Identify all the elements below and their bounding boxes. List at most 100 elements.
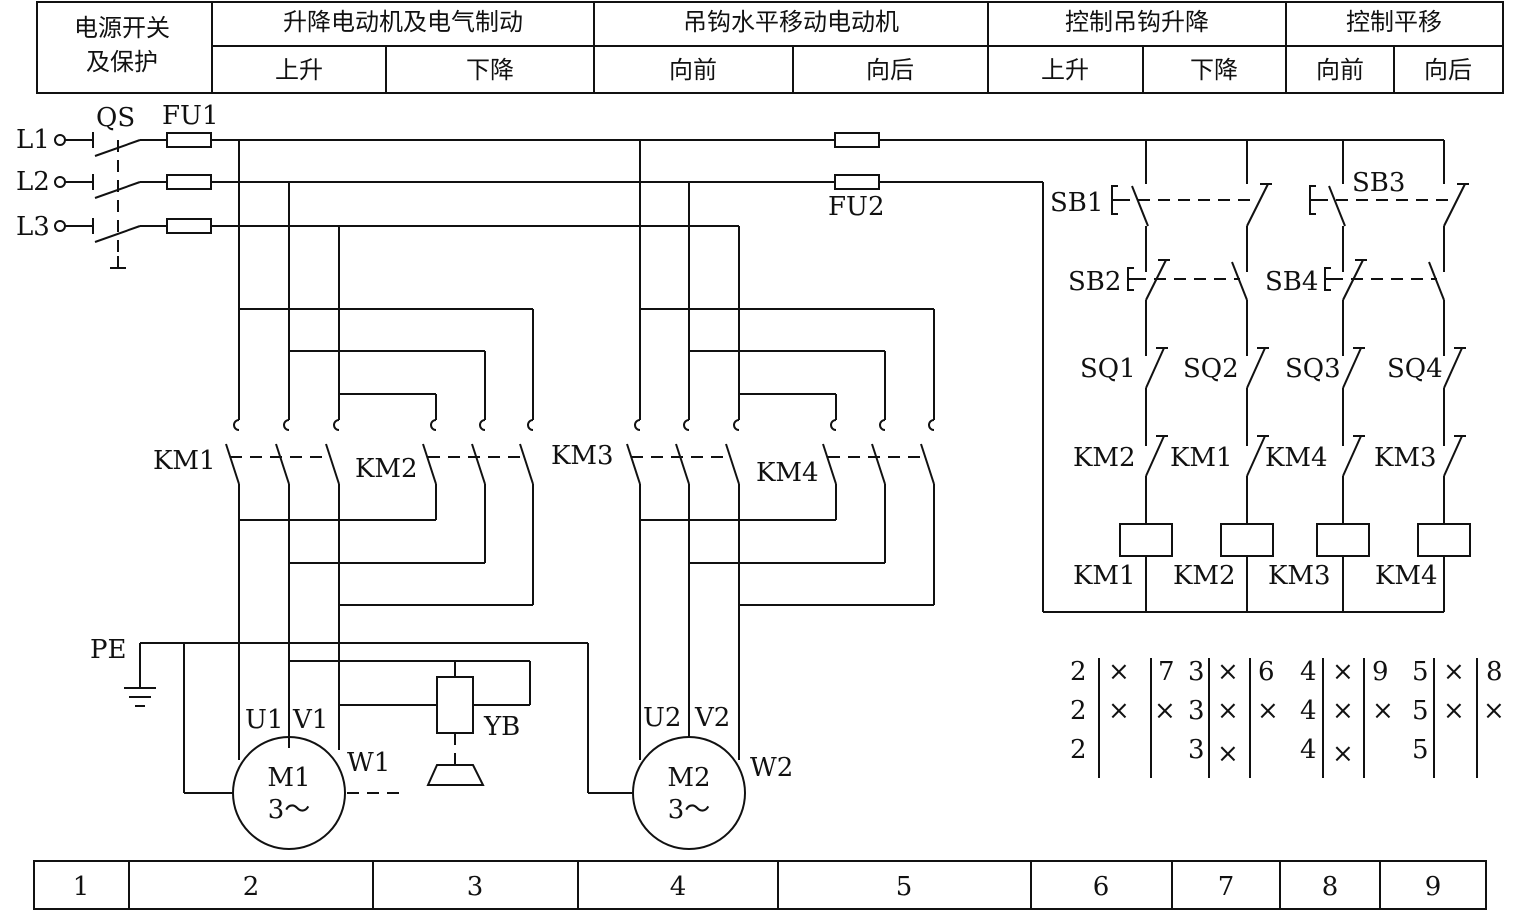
xref-km4-r2: 5 [1412, 696, 1429, 726]
header-sub-forward-ctrl: 向前 [1316, 56, 1364, 84]
label-km2-main: KM2 [355, 454, 418, 484]
xref-km4-x2: × [1443, 696, 1465, 726]
m1-main-circuit: KM1 KM2 YB M1 3～ U1 V1 W1 PE [90, 140, 632, 850]
xref-km1-r1: 2 [1070, 657, 1087, 687]
xref-km2-x4: × [1257, 696, 1279, 726]
header-sub-forward: 向前 [669, 56, 717, 84]
sb4-pushbutton [1324, 259, 1445, 301]
label-m2-phase: 3～ [668, 795, 711, 825]
label-interlock-1: KM2 [1073, 443, 1136, 473]
xref-km4-x3: × [1483, 696, 1505, 726]
km1-main-contacts [225, 419, 340, 485]
xref-km1-r2: 2 [1070, 696, 1087, 726]
header-power-line1: 电源开关 [74, 14, 170, 42]
header-move-control: 控制平移 [1346, 8, 1442, 36]
label-coil-km2: KM2 [1173, 561, 1236, 591]
fuse-fu1-l2 [166, 174, 212, 190]
xref-km3-x1: × [1332, 657, 1354, 687]
header-sub-up: 上升 [275, 56, 323, 84]
header-hoist-motor: 升降电动机及电气制动 [283, 8, 523, 36]
header-sub-down: 下降 [466, 56, 514, 84]
zone-1: 1 [73, 872, 90, 902]
label-fu1: FU1 [162, 101, 219, 131]
coil-km2 [1220, 523, 1274, 557]
control-circuit: SB1 SB3 SB2 SB4 SQ1 SQ2 SQ3 SQ4 [1042, 140, 1471, 613]
xref-km4-x1: × [1443, 657, 1465, 687]
zone-strip: 1 2 3 4 5 6 7 8 9 [33, 860, 1487, 910]
label-w1: W1 [347, 748, 390, 778]
header-sub-backward-ctrl: 向后 [1424, 56, 1472, 84]
sb1-pushbutton [1111, 183, 1272, 227]
header-sub-backward: 向后 [866, 56, 914, 84]
label-m2: M2 [667, 763, 710, 793]
brake-shoe [426, 764, 485, 786]
header-hook-motor: 吊钩水平移动电动机 [683, 8, 899, 36]
zone-5: 5 [896, 872, 913, 902]
zone-6: 6 [1093, 872, 1110, 902]
label-coil-km1: KM1 [1073, 561, 1136, 591]
label-sb1: SB1 [1050, 188, 1103, 218]
xref-km4-r3: 5 [1412, 735, 1429, 765]
label-sq3: SQ3 [1285, 354, 1341, 384]
brake-coil-yb [436, 676, 474, 734]
label-interlock-4: KM3 [1374, 443, 1437, 473]
label-interlock-2: KM1 [1170, 443, 1233, 473]
xref-km3-r2: 4 [1300, 696, 1317, 726]
label-sq2: SQ2 [1183, 354, 1239, 384]
header-power-line2: 及保护 [86, 48, 158, 76]
xref-km2-x2: × [1217, 696, 1239, 726]
header-hoist-control: 控制吊钩升降 [1065, 8, 1209, 36]
xref-km3-x4: × [1372, 696, 1394, 726]
label-v1: V1 [292, 705, 328, 735]
km2-main-contacts [422, 419, 534, 485]
zone-8: 8 [1322, 872, 1339, 902]
motor-m2 [632, 736, 746, 850]
label-v2: V2 [694, 703, 730, 733]
label-km4-main: KM4 [756, 458, 819, 488]
xref-km3-x2: × [1332, 696, 1354, 726]
label-interlock-3: KM4 [1265, 443, 1328, 473]
zone-9: 9 [1425, 872, 1442, 902]
xref-km3-r3: 4 [1300, 735, 1317, 765]
label-sq1: SQ1 [1080, 354, 1136, 384]
label-yb: YB [483, 712, 520, 742]
km3-main-contacts [626, 419, 740, 485]
zone-3: 3 [467, 872, 484, 902]
xref-km3-r1: 4 [1300, 657, 1317, 687]
label-pe: PE [90, 635, 126, 665]
xref-km2-x1: × [1217, 657, 1239, 687]
label-m1: M1 [267, 763, 310, 793]
label-coil-km3: KM3 [1268, 561, 1331, 591]
sb2-pushbutton [1127, 259, 1248, 301]
xref-km2-r1: 3 [1188, 657, 1205, 687]
label-coil-km4: KM4 [1375, 561, 1438, 591]
sq-limit-switches [1145, 347, 1466, 389]
label-fu2: FU2 [828, 192, 885, 222]
header-sub-down-ctrl: 下降 [1190, 56, 1238, 84]
fuse-fu2-b [834, 174, 880, 190]
xref-km4-aux: 8 [1486, 657, 1503, 687]
xref-km2-r2: 3 [1188, 696, 1205, 726]
fuse-fu1-l1 [166, 132, 212, 148]
label-l3: L3 [16, 212, 50, 242]
contact-xref: 2 2 2 × × 7 × 3 3 3 × × × 6 × 4 4 4 × × … [1070, 657, 1505, 778]
label-km3-main: KM3 [551, 441, 614, 471]
xref-km3-x3: × [1332, 739, 1354, 769]
power-supply: L1 L2 L3 QS FU1 FU2 [16, 101, 1444, 269]
label-l1: L1 [16, 125, 50, 155]
header-table: 电源开关 及保护 升降电动机及电气制动 吊钩水平移动电动机 控制吊钩升降 控制平… [36, 1, 1504, 94]
label-km1-main: KM1 [153, 446, 216, 476]
km4-main-contacts [822, 419, 935, 485]
label-u2: U2 [643, 703, 681, 733]
label-sq4: SQ4 [1387, 354, 1443, 384]
label-sb3: SB3 [1352, 168, 1405, 198]
sb3-pushbutton [1309, 183, 1469, 227]
xref-km3-aux: 9 [1372, 657, 1389, 687]
xref-km1-x3: × [1154, 696, 1176, 726]
xref-km2-x3: × [1217, 739, 1239, 769]
label-sb2: SB2 [1068, 267, 1121, 297]
coil-km1 [1119, 523, 1173, 557]
qs-blade-3 [94, 225, 141, 243]
xref-km1-r3: 2 [1070, 735, 1087, 765]
